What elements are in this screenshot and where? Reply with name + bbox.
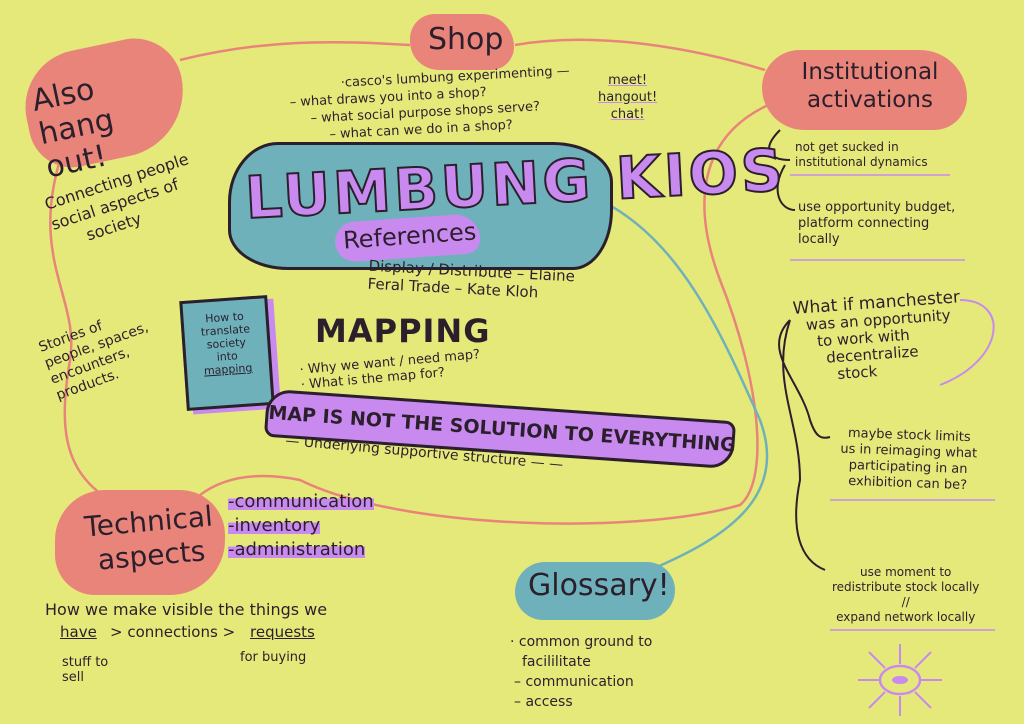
note-line: – communication [514,674,634,690]
book-icon: How to translate society into mapping [179,295,275,411]
visible-text: How we make visible the things we [45,600,328,619]
manchester-item: maybe stock limits us in reimaging what … [839,426,978,495]
manchester-item: use moment to redistribute stock locally… [832,565,979,625]
mapping-title: MAPPING [315,312,491,350]
glossary-bubble [515,562,675,620]
glossary-title: Glossary! [528,568,670,603]
flow-connections: > connections > [110,623,236,641]
institutional-item: not get sucked in institutional dynamics [795,140,928,169]
note-line: – access [514,694,573,710]
note-line: meet! [608,73,648,88]
note-line: facililitate [522,654,591,670]
note-line: // [901,595,910,609]
technical-item: -communication [228,491,374,512]
sun-icon [858,644,942,716]
technical-item: -administration [228,539,366,560]
technical-item: -inventory [228,515,321,536]
note-line: expand network locally [836,610,976,624]
note-line: · common ground to [510,634,653,650]
note-line: chat! [610,107,645,122]
manchester-question: What if manchester was an opportunity to… [792,287,965,385]
shop-bubble [410,14,514,70]
flow-requests: requests [250,623,315,641]
note-buying: for buying [240,650,307,665]
note-line: hangout! [598,90,658,105]
institutional-title: Institutional activations [801,59,939,113]
flow-have: have [60,623,97,641]
shop-title: Shop [428,22,504,57]
institutional-item: use opportunity budget, platform connect… [798,200,956,247]
note-line: redistribute stock locally [832,580,980,594]
shop-side: meet! hangout! chat! [598,72,657,123]
institutional-bubble [762,50,967,130]
note-stuff: stuff to sell [62,655,109,685]
technical-bubble [55,490,225,595]
technical-list: -communication -inventory -administratio… [228,490,374,562]
note-line: use moment to [860,565,952,579]
glossary-notes: · common ground to facililitate – commun… [510,632,652,712]
technical-title: Technical aspects [82,499,214,577]
